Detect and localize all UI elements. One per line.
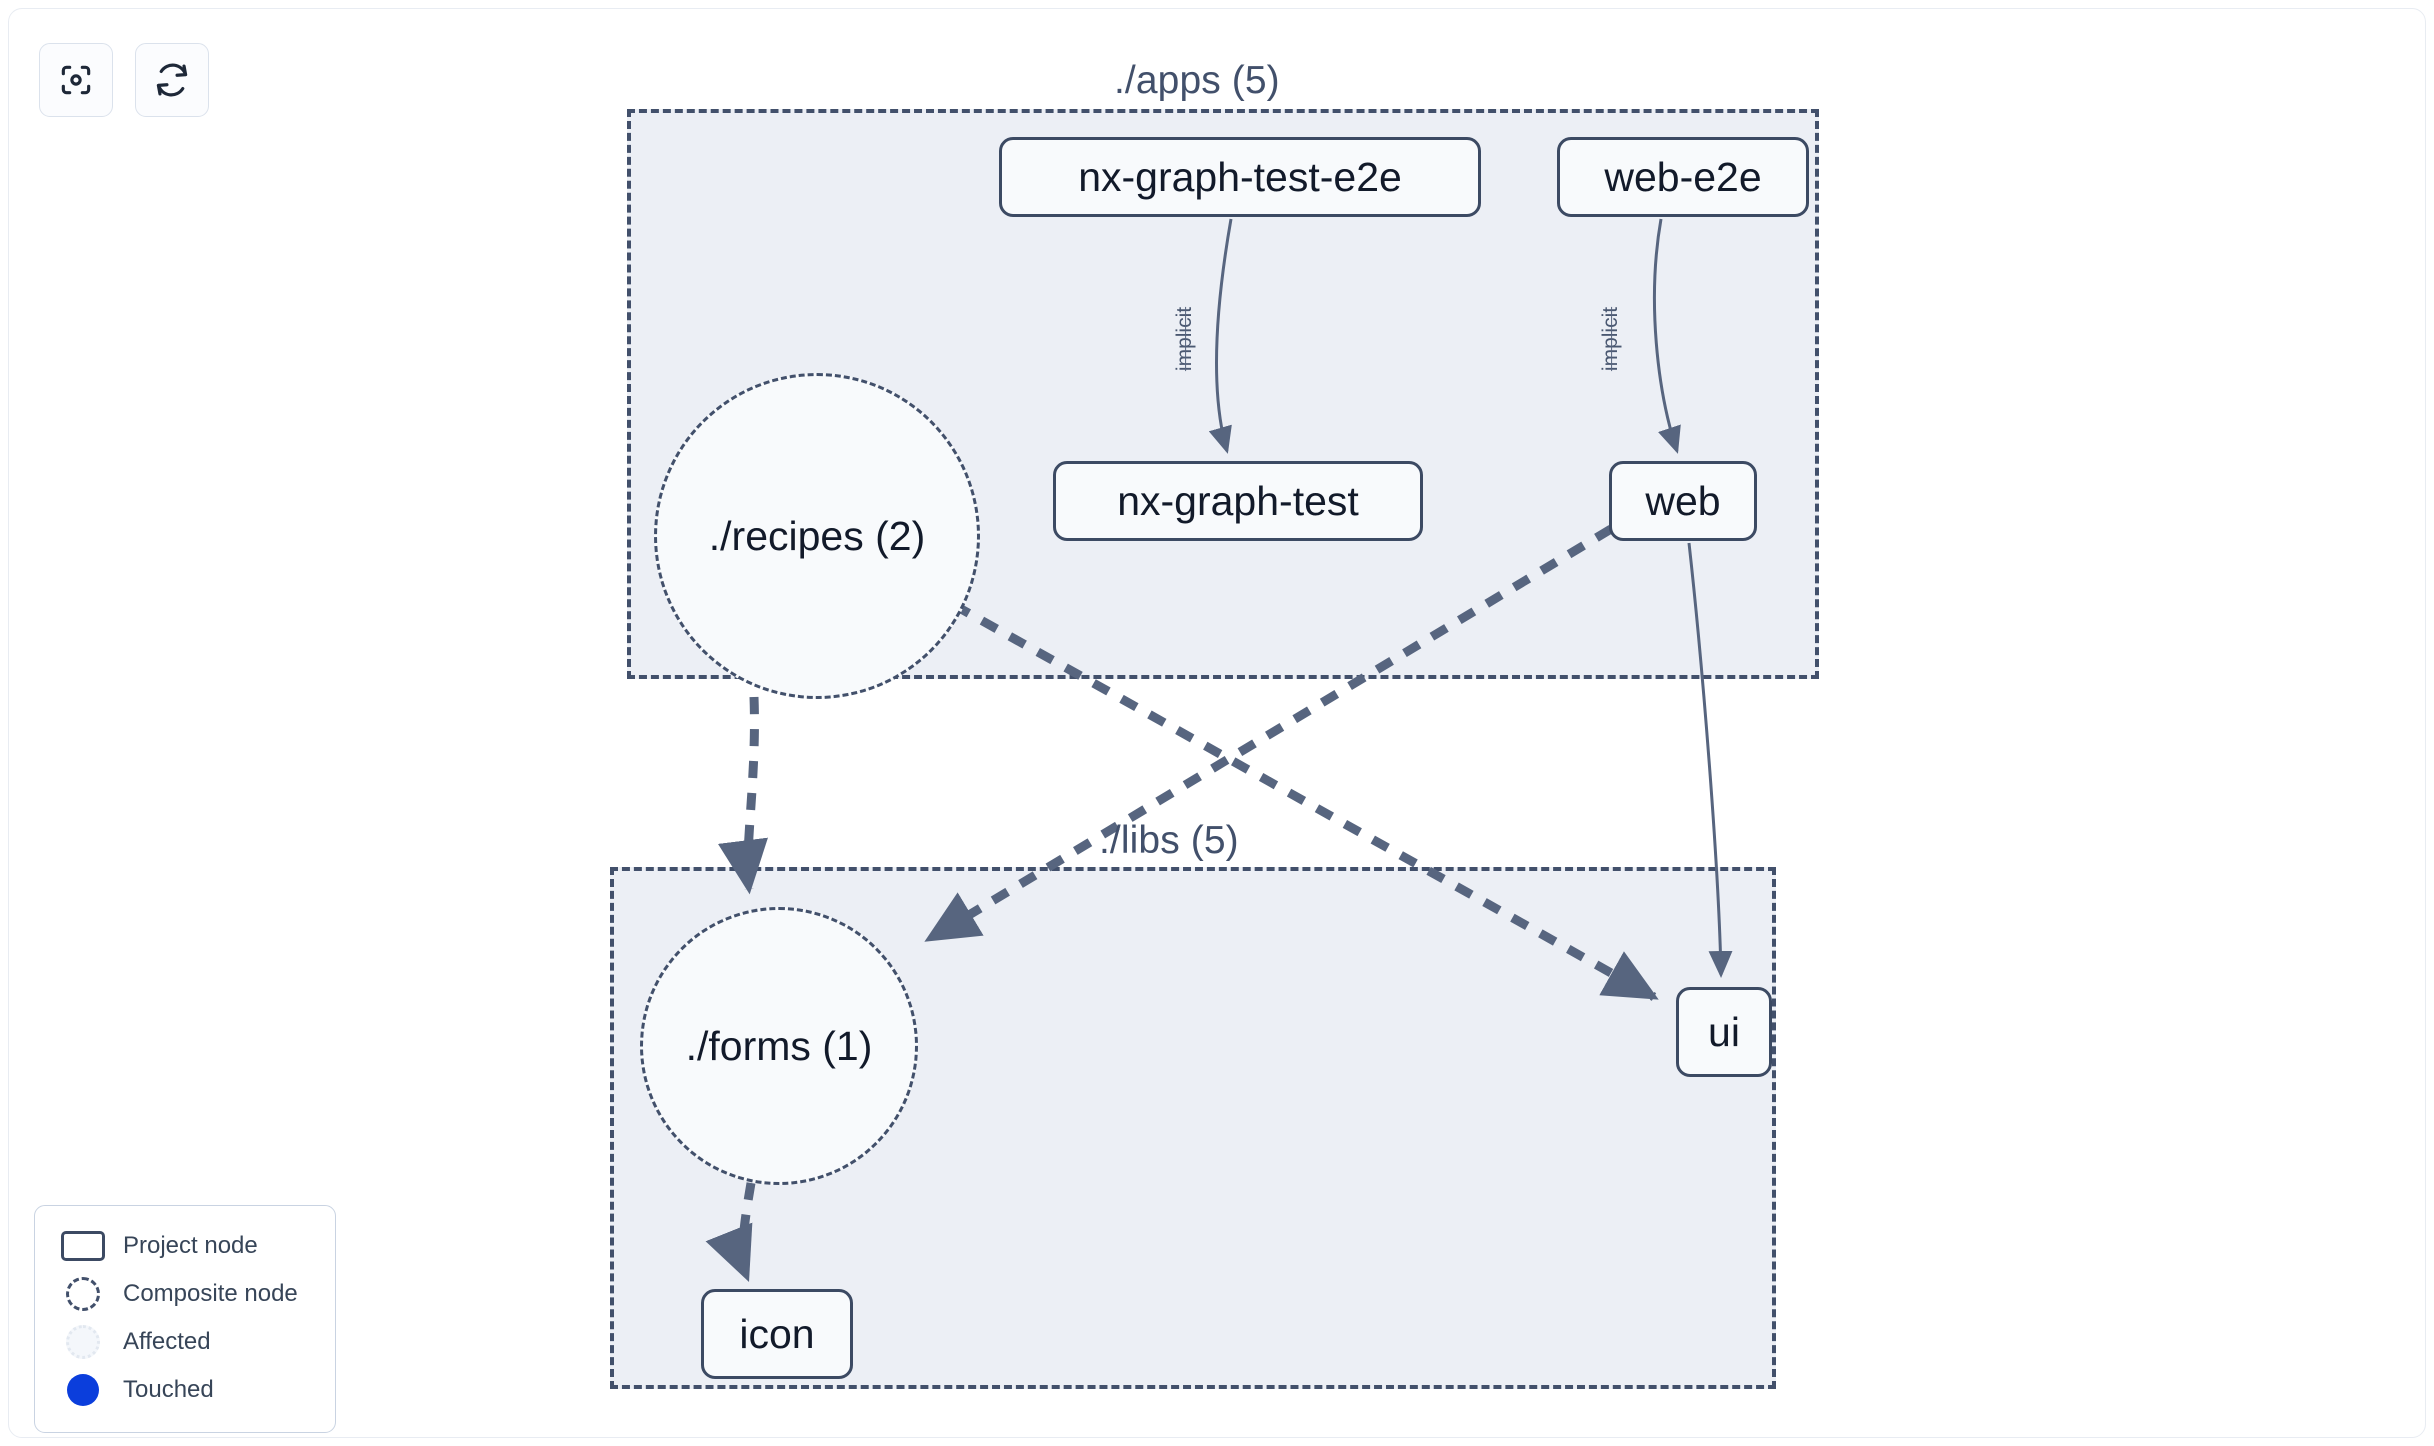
edge-label-implicit-1: implicit xyxy=(1173,306,1197,372)
legend-label-composite-node: Composite node xyxy=(123,1280,298,1307)
project-node-icon[interactable]: icon xyxy=(701,1289,853,1379)
graph-toolbar xyxy=(39,43,209,117)
legend-item-affected: Affected xyxy=(55,1318,315,1366)
edge-label-implicit-2: implicit xyxy=(1599,306,1623,372)
composite-node-forms[interactable]: ./forms (1) xyxy=(640,907,918,1185)
composite-node-swatch-icon xyxy=(55,1277,111,1311)
project-node-swatch-icon xyxy=(55,1231,111,1261)
legend-label-affected: Affected xyxy=(123,1328,211,1355)
legend-item-composite-node: Composite node xyxy=(55,1270,315,1318)
project-node-web[interactable]: web xyxy=(1609,461,1757,541)
legend-label-touched: Touched xyxy=(123,1376,214,1403)
group-label-libs: ./libs (5) xyxy=(1099,819,1239,862)
project-node-nx-graph-test[interactable]: nx-graph-test xyxy=(1053,461,1423,541)
graph-legend: Project node Composite node Affected Tou… xyxy=(34,1205,336,1433)
composite-node-recipes[interactable]: ./recipes (2) xyxy=(654,373,980,699)
legend-item-project-node: Project node xyxy=(55,1222,315,1270)
group-label-apps: ./apps (5) xyxy=(1114,59,1280,102)
touched-swatch-icon xyxy=(55,1374,111,1406)
graph-app-frame: ./apps (5) ./libs (5) xyxy=(8,8,2426,1438)
legend-item-touched: Touched xyxy=(55,1366,315,1414)
refresh-graph-button[interactable] xyxy=(135,43,209,117)
viewfinder-focus-icon xyxy=(57,61,95,99)
project-node-web-e2e[interactable]: web-e2e xyxy=(1557,137,1809,217)
affected-swatch-icon xyxy=(55,1325,111,1359)
project-node-nx-graph-test-e2e[interactable]: nx-graph-test-e2e xyxy=(999,137,1481,217)
focus-graph-button[interactable] xyxy=(39,43,113,117)
project-node-ui[interactable]: ui xyxy=(1676,987,1772,1077)
legend-label-project-node: Project node xyxy=(123,1232,258,1259)
refresh-icon xyxy=(153,61,191,99)
edge-recipes-to-forms xyxy=(717,696,769,895)
graph-canvas[interactable]: ./apps (5) ./libs (5) xyxy=(9,9,2425,1437)
